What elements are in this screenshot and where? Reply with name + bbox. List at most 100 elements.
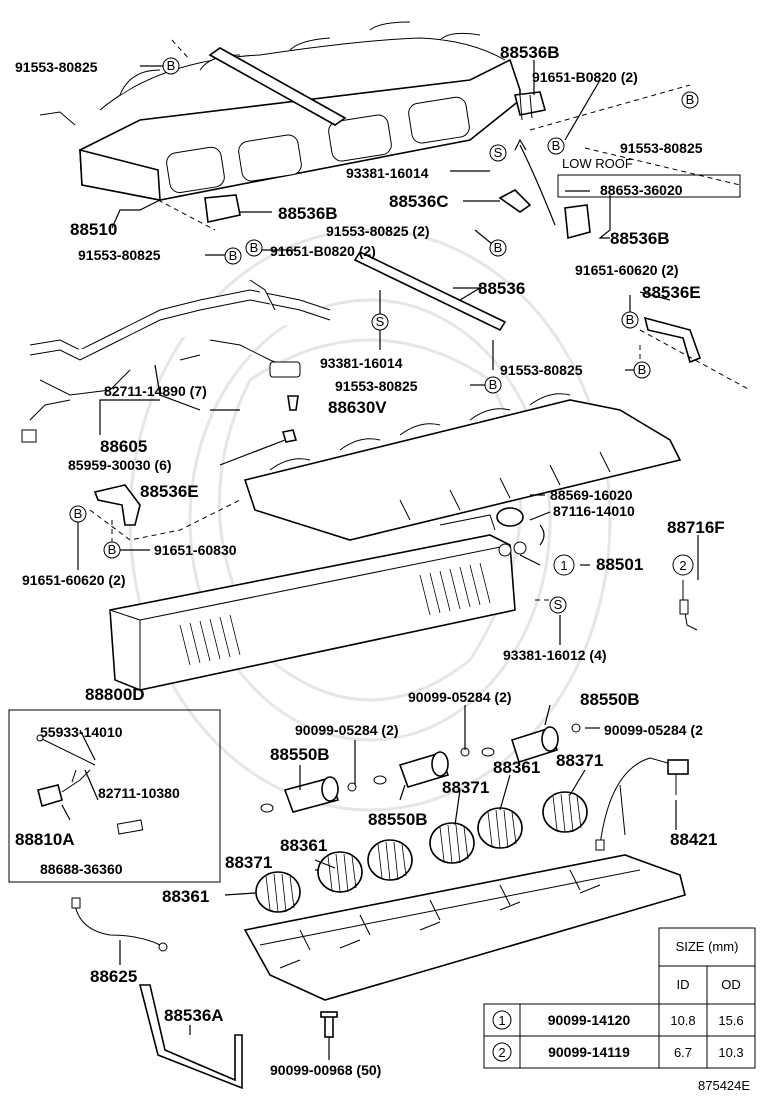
label-91651-60620: 91651-60620 (2) <box>22 572 126 588</box>
label-88536: 88536 <box>478 279 525 298</box>
svg-text:90099-14120: 90099-14120 <box>548 1012 631 1028</box>
svg-text:B: B <box>167 58 176 73</box>
svg-text:B: B <box>494 240 503 255</box>
svg-text:2: 2 <box>498 1045 505 1060</box>
callout-b: B <box>484 376 502 394</box>
label-88501: 88501 <box>596 555 643 574</box>
label-88371: 88371 <box>442 778 489 797</box>
label-91651-60620: 91651-60620 (2) <box>575 262 679 278</box>
label-93381-16012: 93381-16012 (4) <box>503 647 607 663</box>
bracket-88536 <box>353 250 507 332</box>
svg-text:1: 1 <box>498 1013 505 1028</box>
label-88653-36020: 88653-36020 <box>600 182 683 198</box>
label-93381-16014: 93381-16014 <box>346 165 429 181</box>
label-55933-14010: 55933-14010 <box>40 724 123 740</box>
harness-88605 <box>21 279 331 443</box>
label-88550b: 88550B <box>270 745 330 764</box>
svg-text:B: B <box>489 377 498 392</box>
callout-s: S <box>489 144 507 162</box>
leader-lines <box>61 60 699 1060</box>
label-88371: 88371 <box>225 853 272 872</box>
duct-88510 <box>39 21 521 201</box>
svg-text:B: B <box>108 542 117 557</box>
label-82711-10380: 82711-10380 <box>98 785 180 801</box>
svg-text:B: B <box>229 248 238 263</box>
label-91651-b0820: 91651-B0820 (2) <box>270 243 376 259</box>
table-row: 2 90099-14119 6.7 10.3 <box>492 1042 744 1062</box>
svg-text:10.3: 10.3 <box>718 1045 743 1060</box>
label-91553-80825: 91553-80825 <box>620 140 703 156</box>
svg-text:1: 1 <box>560 558 567 573</box>
callout-circles: B B B S B B B B S B B B B 1 2 S <box>69 57 699 614</box>
clip-87116 <box>539 524 545 546</box>
resistor-88421 <box>595 757 689 851</box>
label-88536a: 88536A <box>164 1006 224 1025</box>
label-90099-05284: 90099-05284 (2) <box>408 689 512 705</box>
label-93381-16014: 93381-16014 <box>320 355 403 371</box>
blower-motor-mid <box>373 751 450 788</box>
label-88550b: 88550B <box>368 810 428 829</box>
label-82711-14890: 82711-14890 (7) <box>104 383 207 399</box>
label-90099-00968: 90099-00968 (50) <box>270 1062 381 1078</box>
label-88536b: 88536B <box>610 229 670 248</box>
svg-text:6.7: 6.7 <box>674 1045 692 1060</box>
callout-b: B <box>103 541 121 559</box>
label-85959-30030: 85959-30030 (6) <box>68 457 172 473</box>
label-88630v: 88630V <box>328 398 387 417</box>
svg-text:S: S <box>494 145 503 160</box>
label-88536e: 88536E <box>140 482 199 501</box>
svg-text:B: B <box>74 506 83 521</box>
amplifier-parts <box>36 734 144 835</box>
label-88688-36360: 88688-36360 <box>40 861 123 877</box>
svg-text:S: S <box>376 314 385 329</box>
label-88536c: 88536C <box>389 192 449 211</box>
label-88810a: 88810A <box>15 830 75 849</box>
label-88536b: 88536B <box>278 204 338 223</box>
label-88536e: 88536E <box>642 283 701 302</box>
blower-lower-case <box>243 854 686 1001</box>
callout-b: B <box>633 361 651 379</box>
screw-90099-00968 <box>320 1011 338 1038</box>
bracket-88536b-top <box>514 91 547 121</box>
label-88550b: 88550B <box>580 690 640 709</box>
label-90099-05284: 90099-05284 (2 <box>604 722 703 738</box>
callout-2: 2 <box>672 554 694 576</box>
size-table: SIZE (mm) ID OD 1 90099-14120 10.8 15.6 … <box>483 927 756 1069</box>
callout-s: S <box>371 313 389 331</box>
svg-text:90099-14119: 90099-14119 <box>548 1044 630 1060</box>
label-91651-b0820: 91651-B0820 (2) <box>532 69 638 85</box>
size-table-col-id: ID <box>677 977 690 992</box>
callout-b: B <box>245 239 263 257</box>
label-88371: 88371 <box>556 751 603 770</box>
label-88569-16020: 88569-16020 <box>550 487 633 503</box>
bracket-88536b-mid <box>204 194 241 223</box>
bracket-88536e-top <box>643 316 702 364</box>
box-88800d <box>8 709 221 883</box>
label-88536b: 88536B <box>500 43 560 62</box>
label-88625: 88625 <box>90 967 137 986</box>
callout-b: B <box>489 239 507 257</box>
bracket-88536c <box>498 189 532 213</box>
bracket-88536e-bot <box>93 484 141 526</box>
clip-88630v <box>287 395 299 411</box>
blower-motor-left <box>260 776 340 813</box>
label-88421: 88421 <box>670 830 717 849</box>
callout-b: B <box>224 247 242 265</box>
clip-85959 <box>281 429 298 443</box>
callout-b: B <box>681 91 699 109</box>
size-table-header: SIZE (mm) <box>676 939 739 954</box>
svg-text:2: 2 <box>679 558 686 573</box>
label-91651-60830: 91651-60830 <box>154 542 237 558</box>
label-91553-80825: 91553-80825 <box>15 59 98 75</box>
part-labels: 91553-80825 88536B 91651-B0820 (2) 91553… <box>15 43 750 1093</box>
low-roof-box <box>557 174 741 198</box>
label-88605: 88605 <box>100 437 147 456</box>
label-88716f: 88716F <box>667 518 725 537</box>
evaporator-cover <box>243 393 682 541</box>
svg-text:15.6: 15.6 <box>718 1013 743 1028</box>
svg-text:B: B <box>638 362 647 377</box>
clamp-88569 <box>496 507 524 527</box>
label-low-roof: LOW ROOF <box>562 156 633 171</box>
callout-s: S <box>549 596 567 614</box>
